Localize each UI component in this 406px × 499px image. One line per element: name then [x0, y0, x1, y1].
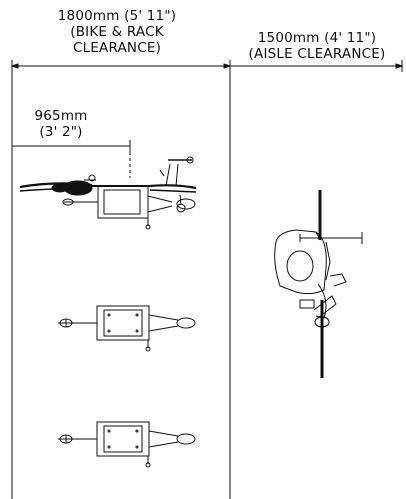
aisle-clearance-desc: (AISLE CLEARANCE) [248, 46, 386, 62]
rack-depth-dimension-line [11, 140, 131, 178]
bike-rack-unit [62, 185, 196, 230]
bike-rack-unit [58, 305, 196, 352]
aisle-dimension-line [230, 60, 404, 72]
rack-depth-label: 965mm (3' 2") [18, 108, 104, 140]
bike-rack-dimension-line [10, 60, 232, 72]
bike-rack-unit [58, 421, 196, 468]
bike-rack-clearance-desc-1: (BIKE & RACK [70, 24, 164, 40]
aisle-clearance-value: 1500mm (4' 11") [257, 30, 377, 46]
bike-rack-clearance-label: 1800mm (5' 11") (BIKE & RACK CLEARANCE) [12, 8, 222, 56]
bike-rack-clearance-desc-2: CLEARANCE) [72, 40, 162, 56]
bike-rack-clearance-value: 1800mm (5' 11") [57, 8, 177, 24]
cyclist-in-aisle [274, 190, 363, 378]
rack-depth-imperial: (3' 2") [39, 124, 83, 140]
aisle-clearance-label: 1500mm (4' 11") (AISLE CLEARANCE) [230, 30, 404, 62]
parked-bicycle [19, 156, 197, 213]
rack-depth-value: 965mm [34, 108, 88, 124]
